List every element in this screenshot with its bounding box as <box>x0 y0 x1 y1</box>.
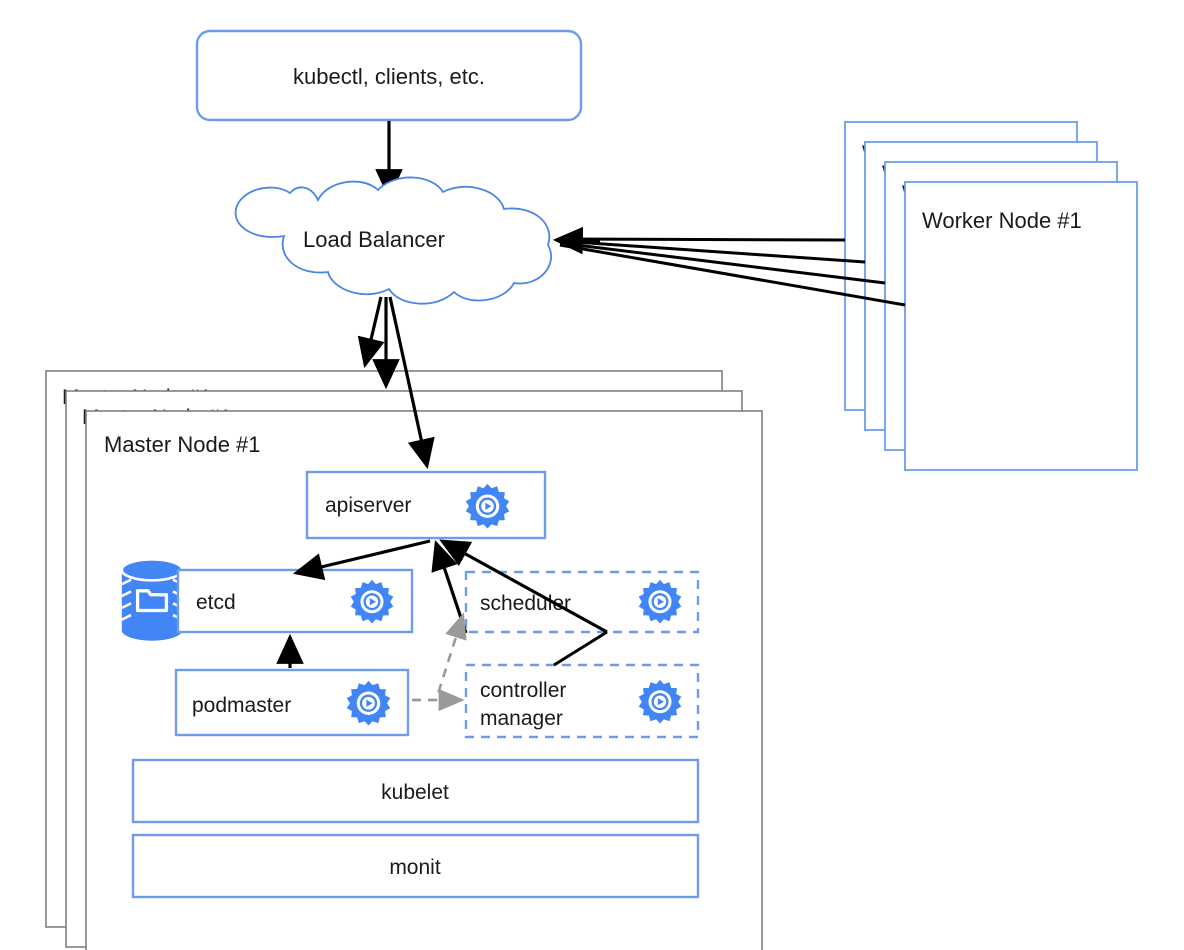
arrows-loadbalancer-to-masters <box>357 296 435 470</box>
connector-controllermanager-segment <box>553 630 608 667</box>
database-folder-icon <box>120 558 184 642</box>
arrow-apiserver-to-etcd <box>292 539 431 581</box>
worker-node-label: Worker Node #1 <box>922 208 1082 233</box>
master-node-label: Master Node #1 <box>104 432 261 457</box>
podmaster-label: podmaster <box>192 694 291 717</box>
scheduler-label: scheduler <box>480 592 571 615</box>
apiserver-label: apiserver <box>325 494 411 517</box>
component-scheduler[interactable]: scheduler <box>464 570 700 634</box>
monit-label: monit <box>389 856 441 879</box>
component-apiserver[interactable]: apiserver <box>305 470 547 540</box>
load-balancer-label: Load Balancer <box>303 227 445 252</box>
kubelet-label: kubelet <box>381 781 449 804</box>
worker-node-stack: Worker Node #1 Worker Node #1 Worker Nod… <box>844 121 1138 471</box>
component-etcd[interactable]: etcd <box>176 568 414 634</box>
component-controller-manager[interactable]: controller manager <box>464 663 700 739</box>
clients-box-label: kubectl, clients, etc. <box>293 64 485 89</box>
arrows-workers-to-loadbalancer <box>552 226 906 307</box>
arrow-controllermanager-to-apiserver <box>439 539 608 634</box>
etcd-label: etcd <box>196 591 236 614</box>
clients-box[interactable]: kubectl, clients, etc. <box>195 29 583 122</box>
component-kubelet[interactable]: kubelet <box>131 758 700 824</box>
controller-manager-label-line1: controller <box>480 679 566 702</box>
controller-manager-label-line2: manager <box>480 707 563 730</box>
worker-node-card-1[interactable]: Worker Node #1 <box>904 181 1138 471</box>
load-balancer-cloud[interactable]: Load Balancer <box>234 176 552 305</box>
component-podmaster[interactable]: podmaster <box>174 668 410 737</box>
component-monit[interactable]: monit <box>131 833 700 899</box>
etcd-database-icon-group <box>120 558 184 642</box>
